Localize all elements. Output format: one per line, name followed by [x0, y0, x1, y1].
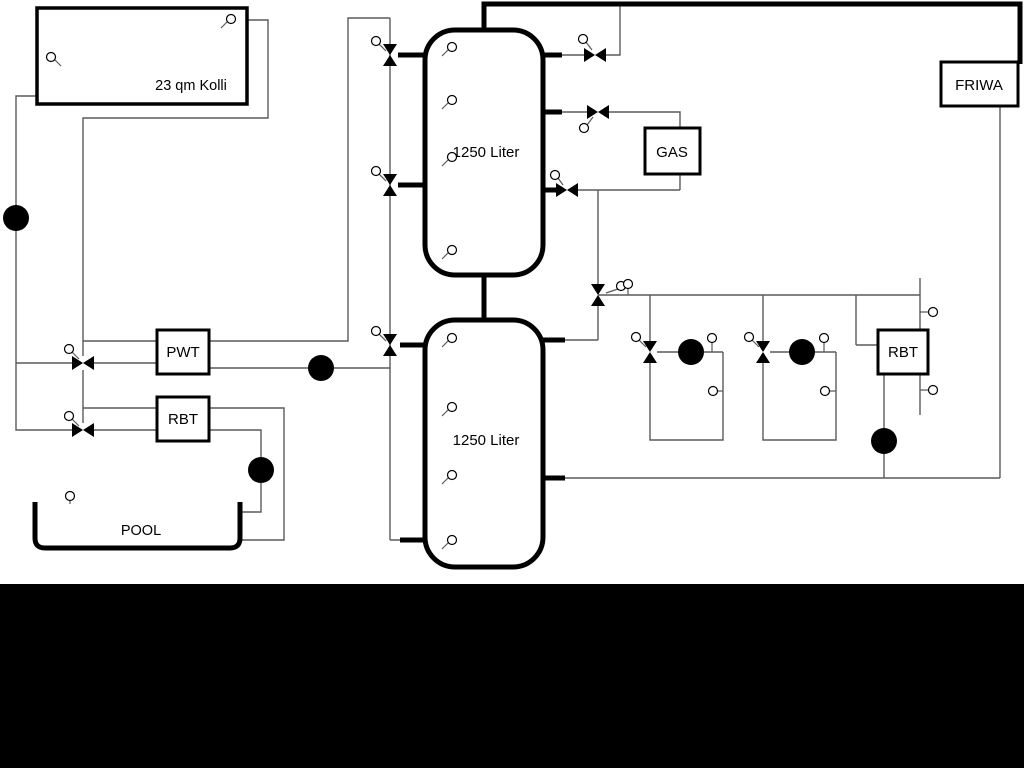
actuator-icon — [578, 122, 590, 134]
pool-basin-outline — [32, 502, 243, 551]
gas-boiler-label: GAS — [656, 144, 688, 161]
temperature-sensors — [45, 13, 939, 550]
sensor-icon — [446, 332, 458, 344]
pump-right-icon — [678, 339, 704, 365]
buffer-tank-top: 1250 Liter — [422, 27, 546, 278]
buffer-tank-top-body — [422, 27, 546, 278]
rbt-right-exchanger: RBT — [876, 328, 930, 376]
actuator-icon — [63, 410, 75, 422]
actuator-icon — [370, 165, 382, 177]
actuator-stems — [71, 41, 760, 427]
sensor-icon — [446, 41, 458, 53]
sensor-icon — [707, 385, 719, 397]
actuator-icon — [577, 33, 589, 45]
pump-down-icon — [871, 428, 897, 454]
solar-collector-box — [35, 6, 249, 106]
actuator-icon — [743, 331, 755, 343]
sensor-icon — [446, 151, 458, 163]
friwa-label: FRIWA — [955, 77, 1003, 94]
buffer-tank-bottom-label: 1250 Liter — [453, 432, 520, 449]
sensor-icon — [706, 332, 718, 344]
buffer-tank-bottom: 1250 Liter — [422, 317, 546, 570]
sensor-icon — [446, 534, 458, 546]
sensor-icon — [927, 384, 939, 396]
pool-basin: POOL — [32, 502, 243, 551]
pipe-network-thin — [15, 6, 1001, 541]
pump-right-icon — [789, 339, 815, 365]
pipe-network-thick — [398, 1, 1023, 543]
actuator-icon — [630, 331, 642, 343]
pwt-exchanger: PWT — [155, 328, 211, 376]
bottom-black-bar — [0, 584, 1024, 768]
sensor-icon — [446, 94, 458, 106]
sensor-icon — [927, 306, 939, 318]
solar-collector: 23 qm Kolli — [35, 6, 249, 106]
solar-collector-label: 23 qm Kolli — [155, 78, 227, 94]
gas-boiler-box — [643, 126, 702, 176]
sensor-icon — [819, 385, 831, 397]
pwt-box — [155, 328, 211, 376]
gas-boiler: GAS — [643, 126, 702, 176]
rbt-pool-box — [155, 395, 211, 443]
sensor-icon — [225, 13, 237, 25]
sensor-icon — [64, 490, 76, 502]
pump-left-icon — [308, 355, 334, 381]
sensor-stems — [54, 21, 928, 550]
rbt-pool-exchanger: RBT — [155, 395, 211, 443]
friwa-box — [939, 60, 1020, 108]
sensor-icon — [446, 469, 458, 481]
pipes-thick — [398, 1, 1023, 543]
pool-label: POOL — [121, 523, 161, 539]
buffer-tank-bottom-body — [422, 317, 546, 570]
rbt-right-box — [876, 328, 930, 376]
sensor-icon — [446, 401, 458, 413]
sensor-icon — [818, 332, 830, 344]
pipes-thin — [15, 6, 1001, 541]
valve-actuators — [63, 33, 760, 427]
buffer-tank-top-label: 1250 Liter — [453, 144, 520, 161]
sensor-icon — [446, 244, 458, 256]
sensor-icon — [45, 51, 57, 63]
pump-up-icon — [248, 457, 274, 483]
sensor-icon — [622, 278, 634, 290]
pump-up-icon — [3, 205, 29, 231]
pwt-label: PWT — [166, 344, 199, 361]
actuator-icon — [63, 343, 75, 355]
actuator-icon — [549, 169, 561, 181]
actuator-icon — [370, 35, 382, 47]
friwa-station: FRIWA — [939, 60, 1020, 108]
rbt-right-label: RBT — [888, 344, 918, 361]
rbt-pool-label: RBT — [168, 411, 198, 428]
actuator-icon — [370, 325, 382, 337]
